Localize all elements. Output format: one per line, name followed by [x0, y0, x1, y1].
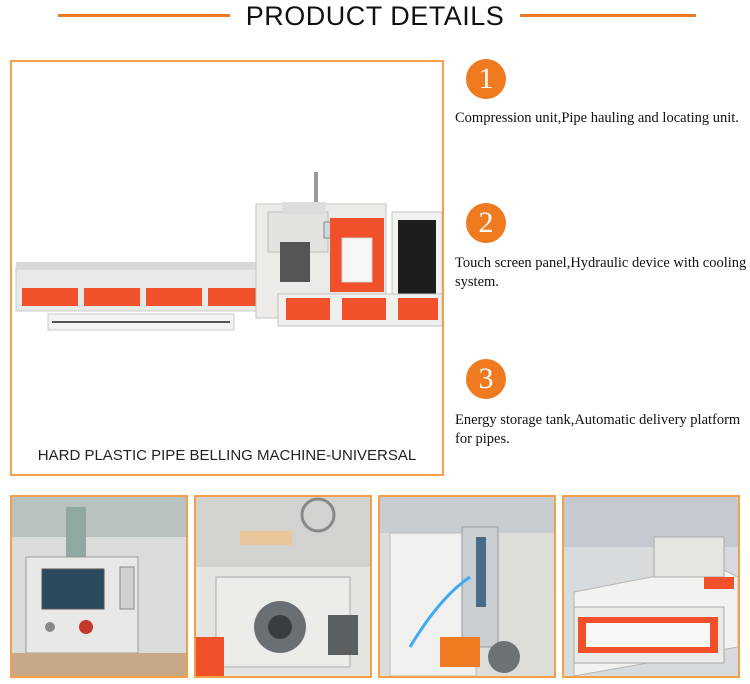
feature-description: Compression unit,Pipe hauling and locati… — [455, 110, 739, 126]
feature-number-badge: 2 — [466, 203, 506, 243]
product-caption: HARD PLASTIC PIPE BELLING MACHINE-UNIVER… — [37, 447, 417, 464]
machine-illustration — [15, 172, 442, 331]
detail-photo-control-panel — [10, 495, 188, 678]
feature-number-badge: 1 — [466, 59, 506, 99]
main-product-frame: HARD PLASTIC PIPE BELLING MACHINE-UNIVER… — [10, 60, 444, 476]
header-line-left — [58, 14, 230, 17]
detail-photo-hydraulic-unit — [378, 495, 556, 678]
header-line-right — [520, 14, 696, 17]
detail-photo-compression-unit — [194, 495, 372, 678]
feature-description: Touch screen panel,Hydraulic device with… — [455, 255, 747, 290]
detail-photo-delivery-platform — [562, 495, 740, 678]
feature-description: Energy storage tank,Automatic delivery p… — [455, 412, 741, 447]
page-title: PRODUCT DETAILS — [245, 1, 505, 31]
feature-number-badge: 3 — [466, 359, 506, 399]
